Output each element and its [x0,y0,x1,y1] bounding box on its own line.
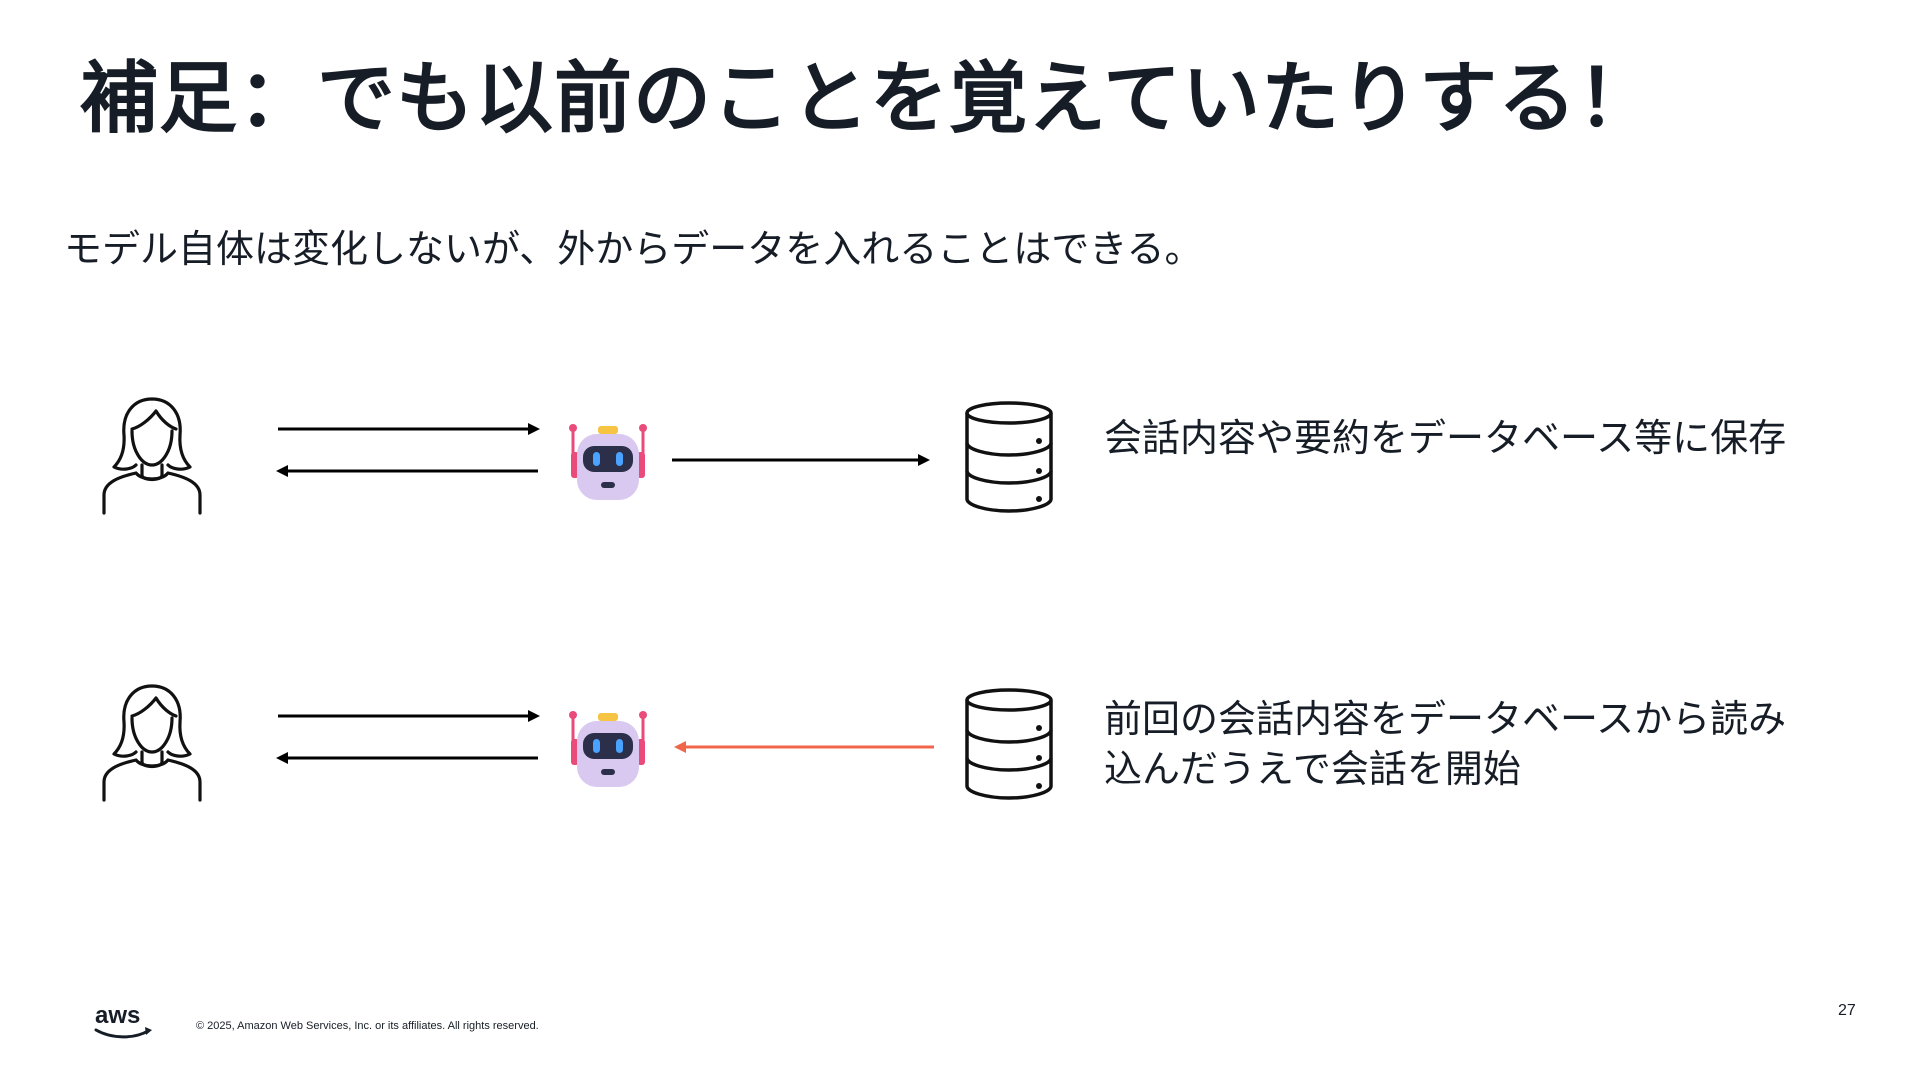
copyright-notice: © 2025, Amazon Web Services, Inc. or its… [196,1020,539,1032]
database-icon [965,688,1053,800]
aws-logo: aws [94,1002,152,1039]
aws-logo-text: aws [95,1002,140,1029]
person-icon [102,684,202,802]
description-line: 込んだうえで会話を開始 [1104,747,1521,791]
page-number: 27 [1838,1002,1856,1019]
diagram-row-load: 前回の会話内容をデータベースから読み 込んだうえで会話を開始 [0,672,1920,812]
load-arrow [674,741,934,753]
robot-icon [569,424,647,500]
database-icon [965,401,1053,513]
exchange-arrows [276,710,540,764]
description-line: 会話内容や要約をデータベース等に保存 [1104,416,1787,460]
exchange-arrows [276,423,540,477]
slide-subtitle: モデル自体は変化しないが、外からデータを入れることはできる。 [64,227,1203,271]
row-description: 会話内容や要約をデータベース等に保存 [1104,413,1786,463]
row-description: 前回の会話内容をデータベースから読み 込んだうえで会話を開始 [1104,694,1786,794]
save-arrow [672,454,930,466]
description-line: 前回の会話内容をデータベースから読み [1104,697,1787,741]
diagram-row-save: 会話内容や要約をデータベース等に保存 [0,385,1920,525]
slide-title: 補足：でも以前のことを覚えていたりする！ [80,54,1657,144]
person-icon [102,397,202,515]
robot-icon [569,711,647,787]
